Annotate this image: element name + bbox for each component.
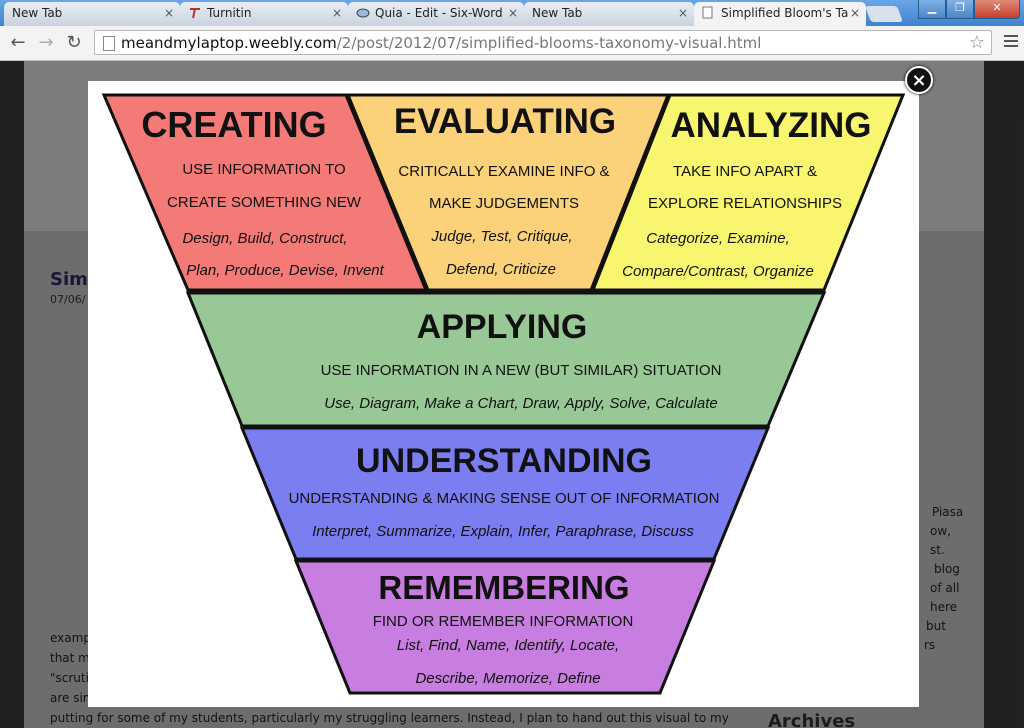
tab-quia[interactable]: Quia - Edit - Six-Word × [348, 2, 524, 26]
url-path: /2/post/2012/07/simplified-blooms-taxono… [336, 34, 762, 52]
tab-close-icon[interactable]: × [163, 6, 174, 20]
level-applying-shape [185, 291, 827, 428]
level-understanding-title: UNDERSTANDING [356, 442, 652, 480]
tab-close-icon[interactable]: × [849, 6, 860, 20]
back-arrow-icon[interactable]: ← [10, 32, 26, 53]
level-creating-description: USE INFORMATION TO [182, 161, 345, 178]
level-understanding-description: UNDERSTANDING & MAKING SENSE OUT OF INFO… [289, 490, 720, 507]
post-body-line: putting for some of my students, particu… [50, 711, 729, 725]
sidebar-text: st. [930, 543, 945, 557]
post-body-line: examp [50, 631, 91, 645]
level-remembering-verbs: Describe, Memorize, Define [415, 670, 600, 687]
sidebar-text: but [926, 619, 946, 633]
window-close-icon[interactable]: ✕ [974, 0, 1020, 19]
level-evaluating-verbs: Defend, Criticize [446, 261, 556, 278]
level-evaluating-description: CRITICALLY EXAMINE INFO & [398, 163, 609, 180]
level-remembering-title: REMEMBERING [378, 569, 629, 606]
tab-label: New Tab [12, 6, 63, 20]
level-evaluating-shape [345, 93, 671, 292]
level-remembering-verbs: List, Find, Name, Identify, Locate, [397, 637, 619, 654]
level-evaluating-description: MAKE JUDGEMENTS [429, 195, 579, 212]
sidebar-text: ow, [930, 524, 951, 538]
sidebar-text: of all [930, 581, 960, 595]
level-creating-verbs: Design, Build, Construct, [182, 230, 347, 247]
quia-icon [356, 7, 370, 19]
level-remembering-shape [293, 559, 717, 695]
tab-label: New Tab [532, 6, 583, 20]
minimize-icon[interactable]: ▁ [918, 0, 946, 19]
maximize-icon[interactable]: ❐ [946, 0, 974, 19]
level-evaluating-title: EVALUATING [394, 102, 616, 141]
menu-icon[interactable] [1004, 35, 1018, 50]
forward-arrow-icon[interactable]: → [38, 32, 54, 53]
tab-simplified-blooms[interactable]: Simplified Bloom's Ta × [694, 2, 866, 26]
tab-label: Quia - Edit - Six-Word [375, 6, 503, 20]
tab-strip: New Tab × Turnitin × Quia - Edit - Six-W… [0, 0, 1024, 26]
level-analyzing-verbs: Compare/Contrast, Organize [622, 263, 814, 280]
reload-icon[interactable]: ↻ [66, 32, 82, 53]
level-understanding-shape [239, 426, 771, 561]
tab-close-icon[interactable]: × [677, 6, 688, 20]
level-creating-title: CREATING [141, 104, 326, 145]
level-analyzing-verbs: Categorize, Examine, [646, 230, 789, 247]
level-creating-description: CREATE SOMETHING NEW [167, 194, 362, 211]
tab-close-icon[interactable]: × [331, 6, 342, 20]
blooms-taxonomy-pyramid: CREATING USE INFORMATION TO CREATE SOMET… [101, 93, 906, 695]
turnitin-icon [188, 7, 202, 19]
sidebar-text: blog [934, 562, 960, 576]
tab-close-icon[interactable]: × [507, 6, 518, 20]
level-understanding-verbs: Interpret, Summarize, Explain, Infer, Pa… [312, 523, 694, 540]
sidebar-text: Piasa [932, 505, 964, 519]
sidebar-text: here [930, 600, 958, 614]
post-body-line: "scruti [50, 671, 89, 685]
archives-heading: Archives [768, 711, 856, 728]
window-controls: ▁ ❐ ✕ [918, 0, 1020, 19]
level-applying-title: APPLYING [417, 308, 588, 346]
tab-turnitin[interactable]: Turnitin × [180, 2, 348, 26]
level-creating-shape [101, 93, 429, 292]
post-body-line: are sim [50, 691, 95, 705]
level-evaluating-verbs: Judge, Test, Critique, [430, 228, 572, 245]
level-remembering-description: FIND OR REMEMBER INFORMATION [373, 613, 634, 630]
level-analyzing-title: ANALYZING [671, 106, 872, 145]
level-applying-verbs: Use, Diagram, Make a Chart, Draw, Apply,… [324, 395, 718, 412]
level-creating-verbs: Plan, Produce, Devise, Invent [186, 262, 384, 279]
page-icon [103, 36, 115, 51]
sidebar-text: rs [924, 638, 936, 652]
url-host: meandmylaptop.weebly.com [121, 34, 337, 52]
level-analyzing-description: EXPLORE RELATIONSHIPS [648, 195, 842, 212]
tab-new-tab-1[interactable]: New Tab × [4, 2, 180, 26]
tab-label: Turnitin [207, 6, 252, 20]
new-tab-button[interactable] [865, 6, 903, 22]
level-applying-description: USE INFORMATION IN A NEW (BUT SIMILAR) S… [321, 362, 722, 379]
browser-toolbar: ← → ↻ meandmylaptop.weebly.com/2/post/20… [0, 26, 1024, 61]
address-bar[interactable]: meandmylaptop.weebly.com/2/post/2012/07/… [94, 30, 992, 55]
tab-label: Simplified Bloom's Ta [721, 6, 849, 20]
level-analyzing-shape [590, 93, 906, 292]
level-analyzing-description: TAKE INFO APART & [673, 163, 817, 180]
lightbox-close-button[interactable]: × [905, 66, 933, 94]
post-body-line: that m [50, 651, 90, 665]
tab-new-tab-2[interactable]: New Tab × [524, 2, 694, 26]
lightbox-image: CREATING USE INFORMATION TO CREATE SOMET… [88, 81, 919, 707]
post-date: 07/06/ [50, 293, 86, 306]
page-icon [702, 6, 716, 19]
bookmark-star-icon[interactable]: ☆ [968, 32, 985, 53]
